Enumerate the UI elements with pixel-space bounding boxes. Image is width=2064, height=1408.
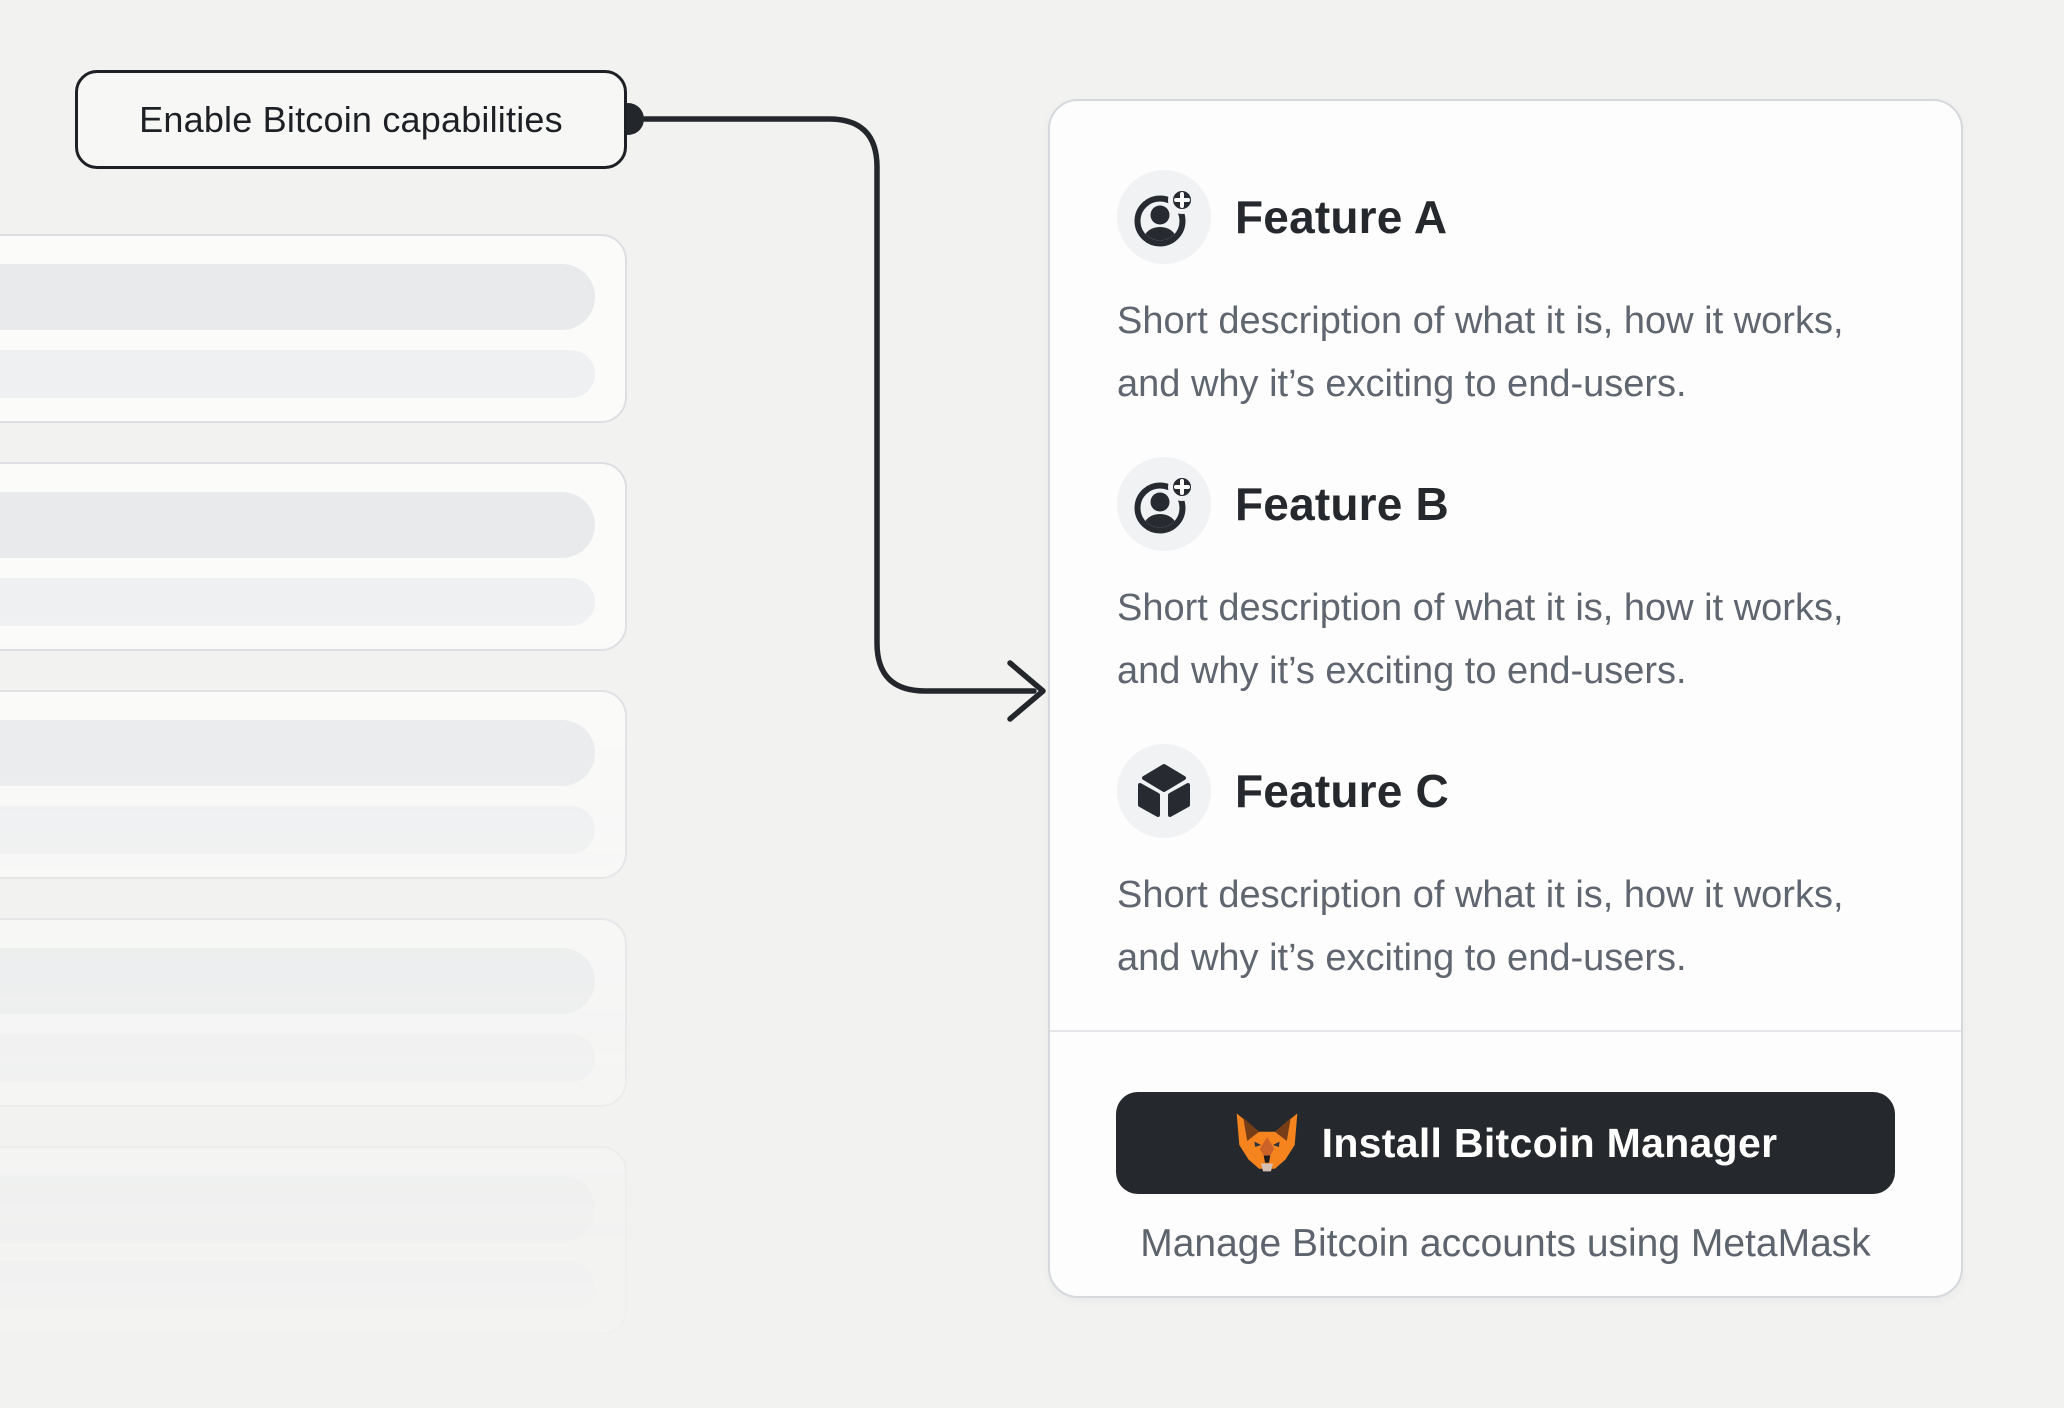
arrowhead-icon — [1007, 660, 1046, 722]
feature-panel: Feature A Short description of what it i… — [1048, 99, 1963, 1298]
skeleton-card — [0, 234, 627, 423]
callout-text: Enable Bitcoin capabilities — [139, 98, 563, 140]
cube-icon — [1138, 764, 1190, 817]
feature-title: Feature B — [1235, 478, 1449, 530]
feature-description: Short description of what it is, how it … — [1117, 874, 1844, 979]
skeleton-bar — [0, 1034, 595, 1082]
feature-icon-badge — [1117, 744, 1211, 838]
skeleton-bar — [0, 948, 595, 1014]
account-add-icon — [1134, 473, 1195, 534]
feature-header: Feature C — [1117, 744, 1888, 838]
install-caption: Manage Bitcoin accounts using MetaMask — [1140, 1222, 1871, 1265]
feature-header: Feature A — [1117, 170, 1888, 264]
account-add-icon — [1134, 186, 1195, 247]
install-button-label: Install Bitcoin Manager — [1321, 1119, 1778, 1166]
feature-title: Feature C — [1235, 765, 1449, 817]
feature-icon-badge — [1117, 170, 1211, 264]
feature-title: Feature A — [1235, 191, 1448, 243]
feature-description: Short description of what it is, how it … — [1117, 300, 1844, 405]
feature-list: Feature A Short description of what it i… — [1050, 101, 1961, 1030]
spacer — [1117, 990, 1888, 1030]
skeleton-bar — [0, 492, 595, 558]
feature-header: Feature B — [1117, 457, 1888, 551]
skeleton-bar — [0, 720, 595, 786]
install-button[interactable]: Install Bitcoin Manager — [1116, 1092, 1895, 1194]
feature-row: Feature B Short description of what it i… — [1117, 457, 1888, 703]
feature-row: Feature C Short description of what it i… — [1117, 744, 1888, 990]
skeleton-bar — [0, 1262, 595, 1310]
skeleton-bar — [0, 350, 595, 398]
skeleton-bar — [0, 806, 595, 854]
feature-row: Feature A Short description of what it i… — [1117, 170, 1888, 416]
feature-icon-badge — [1117, 457, 1211, 551]
skeleton-stack — [0, 0, 660, 1408]
skeleton-card — [0, 1146, 627, 1335]
skeleton-bar — [0, 578, 595, 626]
skeleton-card — [0, 918, 627, 1107]
callout-label: Enable Bitcoin capabilities — [75, 70, 627, 169]
metamask-fox-icon — [1236, 1113, 1297, 1172]
skeleton-bar — [0, 1176, 595, 1242]
skeleton-bar — [0, 264, 595, 330]
skeleton-card — [0, 462, 627, 651]
skeleton-card — [0, 690, 627, 879]
panel-divider — [1050, 1030, 1961, 1032]
panel-footer: Install Bitcoin Manager Manage Bitcoin a… — [1050, 1032, 1961, 1266]
feature-description: Short description of what it is, how it … — [1117, 587, 1844, 692]
